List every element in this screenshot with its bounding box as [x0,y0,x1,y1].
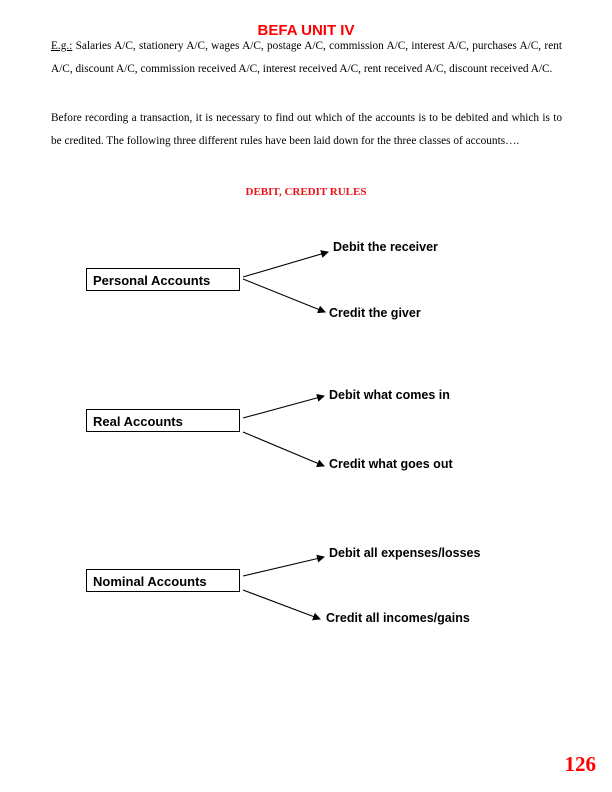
personal-debit-rule: Debit the receiver [333,240,438,254]
real-debit-rule: Debit what comes in [329,388,450,402]
nominal-credit-arrow [242,589,321,621]
personal-credit-arrow [242,278,326,314]
nominal-accounts-box: Nominal Accounts [86,569,240,592]
nominal-credit-rule: Credit all incomes/gains [326,611,470,625]
examples-text: Salaries A/C, stationery A/C, wages A/C,… [51,40,562,75]
personal-debit-arrow [242,250,329,278]
page-number: 126 [564,752,597,776]
rules-intro-paragraph: Before recording a transaction, it is ne… [51,112,562,147]
page-header-title: BEFA UNIT IV [257,22,355,39]
example-label: E.g.: [51,40,73,52]
examples-paragraph: E.g.: Salaries A/C, stationery A/C, wage… [51,35,562,81]
personal-accounts-box: Personal Accounts [86,268,240,291]
personal-credit-rule: Credit the giver [329,306,421,320]
real-credit-rule: Credit what goes out [329,457,453,471]
nominal-debit-arrow [242,554,325,577]
real-debit-arrow [242,393,325,419]
real-credit-arrow [242,431,325,467]
nominal-debit-rule: Debit all expenses/losses [329,546,481,560]
real-accounts-box: Real Accounts [86,409,240,432]
section-heading: DEBIT, CREDIT RULES [245,186,367,198]
